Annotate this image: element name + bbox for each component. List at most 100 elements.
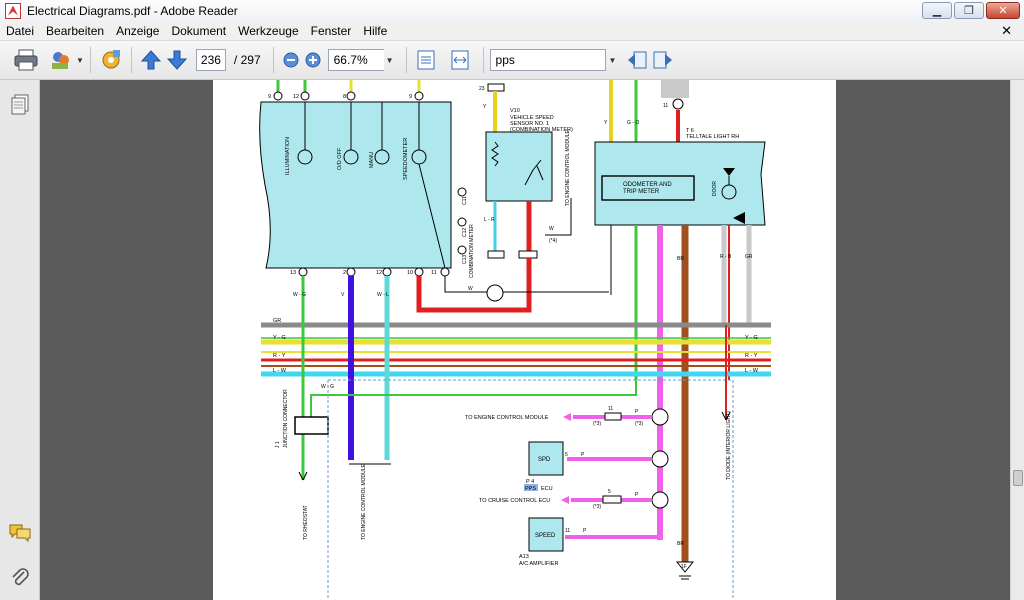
svg-text:R - Y: R - Y <box>745 353 758 359</box>
svg-text:JUNCTION CONNECTOR: JUNCTION CONNECTOR <box>283 389 289 448</box>
spd-label: SPD <box>538 457 551 463</box>
door-label: DOOR <box>712 181 718 196</box>
svg-text:L - W: L - W <box>745 368 759 374</box>
svg-text:Y: Y <box>604 120 608 126</box>
close-window-button[interactable]: ✕ <box>986 2 1020 19</box>
zoom-dropdown-icon[interactable]: ▼ <box>385 55 394 65</box>
vertical-scrollbar[interactable] <box>1010 80 1024 600</box>
menu-werkzeuge[interactable]: Werkzeuge <box>238 23 299 38</box>
close-document-icon[interactable]: ✕ <box>1001 23 1012 38</box>
speed-label: SPEED <box>535 533 556 539</box>
collaborate-icon[interactable] <box>48 46 74 74</box>
svg-text:2: 2 <box>343 270 346 276</box>
svg-text:V: V <box>341 292 345 298</box>
svg-text:9: 9 <box>268 94 271 100</box>
to-ecm-bottom-label: TO ENGINE CONTROL MODULE <box>361 463 367 540</box>
menu-dokument[interactable]: Dokument <box>171 23 227 38</box>
svg-text:8: 8 <box>343 94 346 100</box>
svg-text:G - O: G - O <box>627 120 639 126</box>
svg-text:5: 5 <box>565 452 568 458</box>
zoom-in-icon[interactable] <box>302 46 324 74</box>
combination-meter-side-label: COMBINATION METER <box>469 224 475 278</box>
j1-label: J 1 <box>275 441 281 448</box>
page-total: / 297 <box>233 53 261 67</box>
window-title: Electrical Diagrams.pdf - Adobe Reader <box>27 3 238 18</box>
find-previous-icon[interactable] <box>624 46 650 74</box>
speedometer-label: SPEEDOMETER <box>403 138 409 180</box>
svg-text:11: 11 <box>565 528 570 534</box>
od-off-label: O/D OFF <box>337 147 343 170</box>
fit-width-icon[interactable] <box>447 46 473 74</box>
minimize-button[interactable]: ▁ <box>922 2 952 19</box>
v10-label: V10 <box>510 108 520 114</box>
page-number-input[interactable]: 236 <box>195 49 226 71</box>
menu-anzeige[interactable]: Anzeige <box>116 23 160 38</box>
search-dropdown-icon[interactable]: ▼ <box>608 55 617 65</box>
svg-text:(*4): (*4) <box>549 238 557 244</box>
scrollbar-thumb[interactable] <box>1013 470 1023 486</box>
illumination-label: ILLUMINATION <box>285 137 291 175</box>
svg-text:(COMBINATION METER): (COMBINATION METER) <box>510 127 573 133</box>
pps-highlight: PPS <box>525 486 536 492</box>
svg-text:1F: 1F <box>681 564 687 570</box>
telltale-label: TELLTALE LIGHT RH <box>686 134 739 140</box>
svg-text:10: 10 <box>407 270 413 276</box>
zoom-input[interactable]: 66.7% <box>327 49 384 71</box>
gear-icon[interactable] <box>97 46 125 74</box>
svg-text:(*3): (*3) <box>593 504 601 510</box>
menu-fenster[interactable]: Fenster <box>310 23 352 38</box>
svg-text:P: P <box>581 452 585 458</box>
odometer-label: ODOMETER AND <box>623 182 672 188</box>
svg-text:11: 11 <box>608 406 613 412</box>
pages-panel-icon[interactable] <box>10 94 30 119</box>
attachment-icon[interactable] <box>10 566 30 591</box>
to-ecm-right-label: TO ENGINE CONTROL MODULE <box>465 415 549 421</box>
previous-page-icon[interactable] <box>138 46 164 74</box>
svg-text:W - L: W - L <box>377 292 389 298</box>
print-icon[interactable] <box>12 46 40 74</box>
zoom-out-icon[interactable] <box>280 46 302 74</box>
svg-text:5: 5 <box>608 489 611 495</box>
svg-text:(*3): (*3) <box>635 421 643 427</box>
svg-text:GR: GR <box>745 254 753 260</box>
svg-text:11: 11 <box>431 270 437 276</box>
c13-label: C13 <box>462 255 468 264</box>
toolbar: ▼ 236 / 297 66.7% ▼ pps ▼ <box>0 41 1024 80</box>
p4-label: P 4 <box>526 479 534 485</box>
svg-text:VEHICLE SPEED: VEHICLE SPEED <box>510 115 554 121</box>
navigation-panel <box>0 80 40 600</box>
svg-text:11: 11 <box>663 103 668 109</box>
menu-datei[interactable]: Datei <box>6 23 35 38</box>
to-rheostat-label: TO RHEOSTAT <box>303 505 309 540</box>
svg-text:W - G: W - G <box>293 292 306 298</box>
comments-icon[interactable] <box>8 522 32 547</box>
svg-text:R - B: R - B <box>720 254 732 260</box>
title-bar: Electrical Diagrams.pdf - Adobe Reader ▁… <box>0 0 1024 21</box>
fit-page-icon[interactable] <box>413 46 439 74</box>
restore-button[interactable]: ❐ <box>954 2 984 19</box>
next-page-icon[interactable] <box>164 46 190 74</box>
svg-text:R - Y: R - Y <box>273 353 286 359</box>
svg-text:TRIP METER: TRIP METER <box>623 189 660 195</box>
search-input[interactable]: pps <box>489 49 606 71</box>
menu-bearbeiten[interactable]: Bearbeiten <box>46 23 105 38</box>
collaborate-dropdown-icon[interactable]: ▼ <box>76 55 84 65</box>
meter-connectors <box>273 91 450 277</box>
svg-text:GR: GR <box>273 318 281 324</box>
svg-text:L - W: L - W <box>273 368 287 374</box>
svg-text:SENSOR NO. 1: SENSOR NO. 1 <box>510 121 549 127</box>
c12-label: C12 <box>462 228 468 237</box>
svg-text:BR: BR <box>677 256 684 262</box>
menu-hilfe[interactable]: Hilfe <box>363 23 388 38</box>
c11-label: C11 <box>462 196 468 205</box>
svg-text:Y - G: Y - G <box>273 335 286 341</box>
svg-text:P: P <box>635 492 639 498</box>
a13-label: A13 <box>519 554 529 560</box>
svg-text:ECU: ECU <box>541 486 553 492</box>
find-next-icon[interactable] <box>650 46 676 74</box>
svg-text:12: 12 <box>376 270 382 276</box>
to-ecm-side-label: TO ENGINE CONTROL MODULE <box>565 129 571 206</box>
to-diode-label: TO DIODE (INTERIOR LIGHT) <box>726 411 732 480</box>
